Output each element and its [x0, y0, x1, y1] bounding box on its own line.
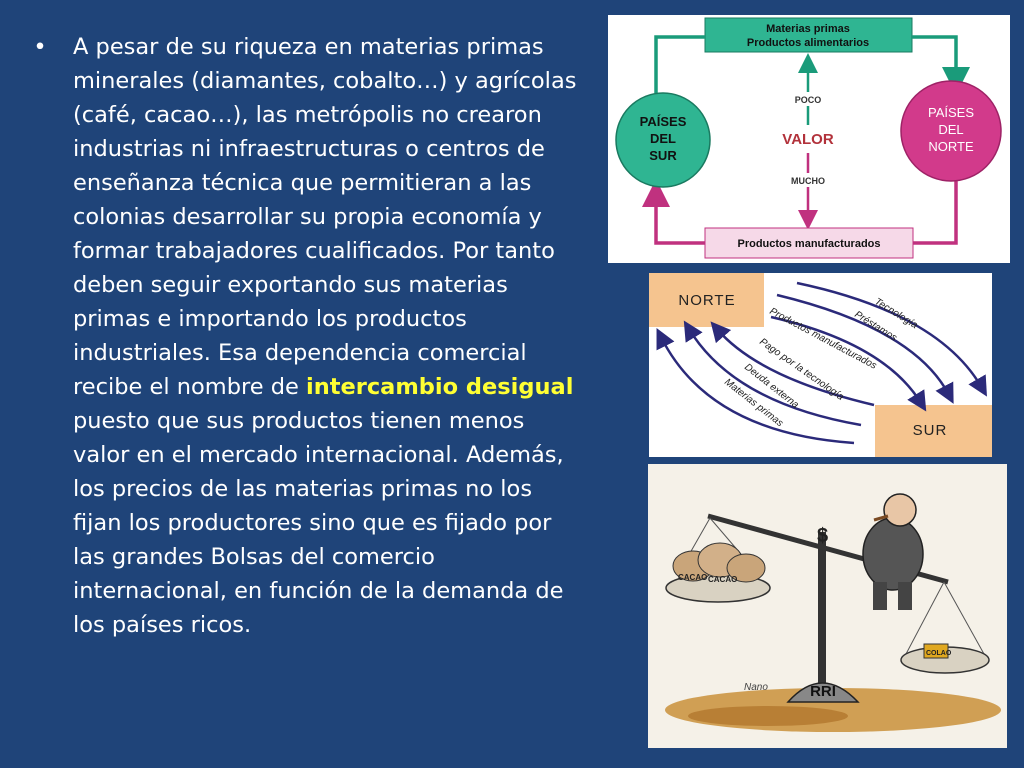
cup [923, 643, 949, 659]
north-countries-circle [900, 80, 1002, 182]
dollar-sign: $ [817, 525, 828, 547]
south-countries-circle [615, 92, 711, 188]
svg-text:SUR: SUR [649, 148, 677, 163]
bottom-box [704, 227, 914, 259]
trade-cycle-diagram: Materias primas Productos alimentarios P… [608, 15, 1010, 263]
svg-text:DEL: DEL [650, 131, 676, 146]
man-head [883, 493, 917, 527]
center-bottom-label: MUCHO [791, 176, 825, 186]
flow-arrow-3 [770, 315, 927, 412]
svg-text:PAÍSES: PAÍSES [640, 114, 687, 129]
paragraph-text-start: A pesar de su riqueza en materias primas… [73, 34, 577, 400]
green-flow-left [654, 35, 705, 93]
scale-pole [818, 532, 826, 692]
base-label: RRI [810, 683, 836, 700]
center-main-label: VALOR [782, 131, 834, 148]
flow-arrow-6 [656, 328, 855, 445]
body-text: • A pesar de su riqueza en materias prim… [30, 30, 582, 642]
svg-text:DEL: DEL [938, 122, 963, 137]
paragraph-text-end: puesto que sus productos tienen menos va… [73, 408, 564, 638]
magenta-flow-right [913, 177, 958, 245]
svg-text:NORTE: NORTE [928, 139, 974, 154]
svg-text:PAÍSES: PAÍSES [928, 105, 974, 120]
flow-arrow-1 [796, 281, 987, 397]
paragraph: A pesar de su riqueza en materias primas… [73, 30, 582, 642]
scale-base [786, 682, 860, 703]
center-top-label: POCO [795, 95, 822, 105]
top-box [704, 17, 913, 53]
sack-label-1: CACAO [678, 573, 707, 582]
balance-cartoon: RRI $ CACAO CACAO COLAO Nano [648, 464, 1007, 748]
sack-3 [726, 553, 766, 583]
bottom-box-label: Productos manufacturados [737, 238, 880, 250]
green-flow-right [912, 35, 970, 95]
magenta-flow-left [642, 179, 705, 245]
cigar [873, 514, 889, 522]
flow-arrow-5 [683, 320, 862, 427]
highlighted-term: intercambio desigual [306, 374, 574, 400]
south-box [875, 405, 992, 457]
sack-label-2: CACAO [708, 575, 737, 584]
flow-arrow-2 [776, 293, 954, 404]
south-label: SUR [913, 422, 948, 439]
cup-label: COLAO [926, 650, 952, 657]
north-label: NORTE [678, 292, 735, 309]
flow-arrow-4 [710, 321, 875, 407]
bullet-marker: • [33, 34, 47, 60]
signature: Nano [744, 682, 768, 693]
north-south-flow-diagram: NORTE SUR Tecnología Préstamos Productos… [649, 273, 992, 457]
north-box [649, 273, 764, 327]
top-box-line2: Productos alimentarios [747, 37, 869, 49]
man-body [862, 517, 924, 591]
top-box-line1: Materias primas [766, 23, 850, 35]
